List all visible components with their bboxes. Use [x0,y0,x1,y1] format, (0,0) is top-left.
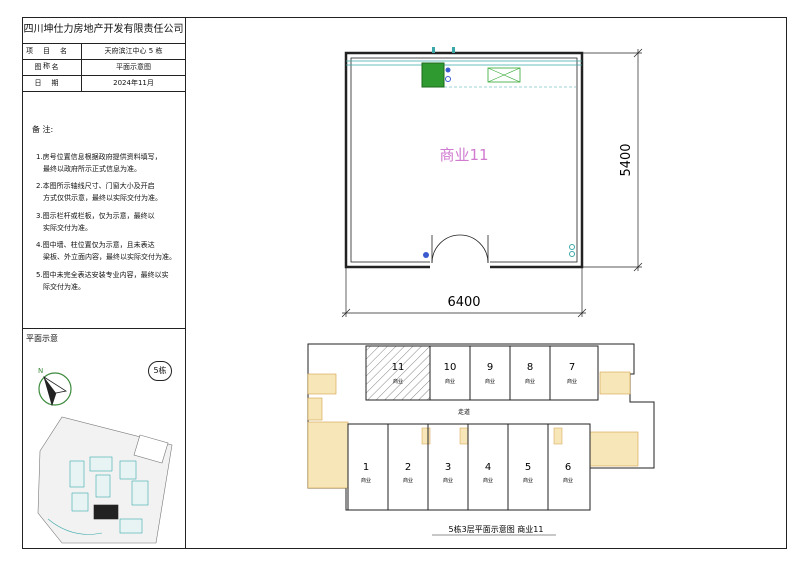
unit-num: 2 [405,462,411,473]
unit-use: 商业 [523,477,533,484]
company-name: 四川坤仕力房地产开发有限责任公司 [22,17,185,44]
core-block [307,421,349,489]
core-block [307,397,323,421]
note-line: 5.图中未完全表达安装专业内容，最终以实 [36,271,169,279]
unit-use: 商业 [525,378,535,385]
note-5: 5.图中未完全表达安装专业内容，最终以实 际交付为准。 [36,269,186,293]
unit-num: 1 [363,462,369,473]
unit-num: 8 [527,362,533,373]
info-label: 日期 [22,76,82,91]
drawing-frame [22,17,787,549]
note-3: 3.图示栏杆或栏板，仅为示意，最终以 实际交付为准。 [36,210,186,234]
title-block: 四川坤仕力房地产开发有限责任公司 项目名称 天府滨江中心 5 栋 图名 平面示意… [22,17,186,549]
unit-num: 9 [487,362,493,373]
core-block [589,431,639,467]
note-line: 3.图示栏杆或栏板，仅为示意，最终以 [36,212,155,220]
unit-use: 商业 [403,477,413,484]
core-block [307,373,337,395]
note-2: 2.本图所示轴线尺寸、门窗大小及开启 方式仅供示意，最终以实际交付为准。 [36,180,186,204]
site-plan-drawing: N [37,367,173,544]
unit-num: 10 [444,362,457,373]
depth-dim-label: 5400 [619,143,634,176]
note-line: 最终以政府所示正式信息为准。 [43,165,141,173]
building-tag: 5栋 [148,361,172,381]
unit-use: 商业 [443,477,453,484]
unit-num: 4 [485,462,491,473]
site-plan-panel: 平面示意 5栋 N [22,328,185,550]
unit-plan: 商业11 6400 5400 [341,47,643,318]
note-line: 1.房号位置信息根据政府提供资料填写， [36,153,162,161]
pipe-marker [445,67,451,73]
unit-use: 商业 [393,378,403,385]
note-line: 2.本图所示轴线尺寸、门窗大小及开启 [36,182,155,190]
north-arrow-icon: N [38,367,72,407]
unit-num: 3 [445,462,451,473]
notes-title: 备 注: [32,125,54,134]
note-line: 粱板、外立面内容，最终以实际交付为准。 [43,253,176,261]
unit-use: 商业 [483,477,493,484]
unit-use: 商业 [485,378,495,385]
unit-num: 7 [569,362,575,373]
floor-plan-caption: 5栋3层平面示意图 商业11 [449,524,544,534]
unit-use: 商业 [567,378,577,385]
unit-use: 商业 [361,477,371,484]
note-line: 4.图中墙、柱位置仅为示意，且未表达 [36,241,155,249]
info-value: 2024年11月 [113,79,154,87]
info-value: 天府滨江中心 5 栋 [104,47,163,55]
note-line: 际交付为准。 [43,283,85,291]
width-dim-label: 6400 [447,295,480,310]
unit-label: 商业11 [439,146,488,164]
info-value: 平面示意图 [116,63,151,71]
width-dimension [341,267,587,318]
unit-use: 商业 [563,477,573,484]
note-4: 4.图中墙、柱位置仅为示意，且未表达 粱板、外立面内容，最终以实际交付为准。 [36,239,186,263]
green-shaft [421,62,445,88]
unit-use: 商业 [445,378,455,385]
double-door [430,234,490,269]
info-label: 项目名称 [22,44,82,70]
corridor-label: 走道 [458,408,470,416]
note-1: 1.房号位置信息根据政府提供资料填写， 最终以政府所示正式信息为准。 [36,151,186,175]
unit-num: 5 [525,462,531,473]
site-map [37,416,173,544]
unit-cell [549,345,599,401]
site-plan-title: 平面示意 [26,334,58,343]
svg-text:N: N [38,367,43,375]
unit-cell [547,423,591,511]
pipe-marker [423,252,429,258]
info-row-drawing-name: 图名 平面示意图 [22,60,185,76]
core-block [599,371,631,395]
info-label: 图名 [22,60,82,75]
floor-outline [307,343,655,511]
note-line: 实际交付为准。 [43,224,92,232]
unit-num: 11 [392,362,405,373]
equipment-mark [487,67,521,83]
depth-dimension [582,48,643,272]
note-line: 方式仅供示意，最终以实际交付为准。 [43,194,162,202]
floor-plan: 走道 11 商业 10 商业 9 商业 8 商业 7 商业 1 商业 2 商业 … [307,343,655,536]
unit-num: 6 [565,462,571,473]
info-row-date: 日期 2024年11月 [22,76,185,92]
unit-11-highlight [365,345,431,401]
info-row-project: 项目名称 天府滨江中心 5 栋 [22,44,185,70]
